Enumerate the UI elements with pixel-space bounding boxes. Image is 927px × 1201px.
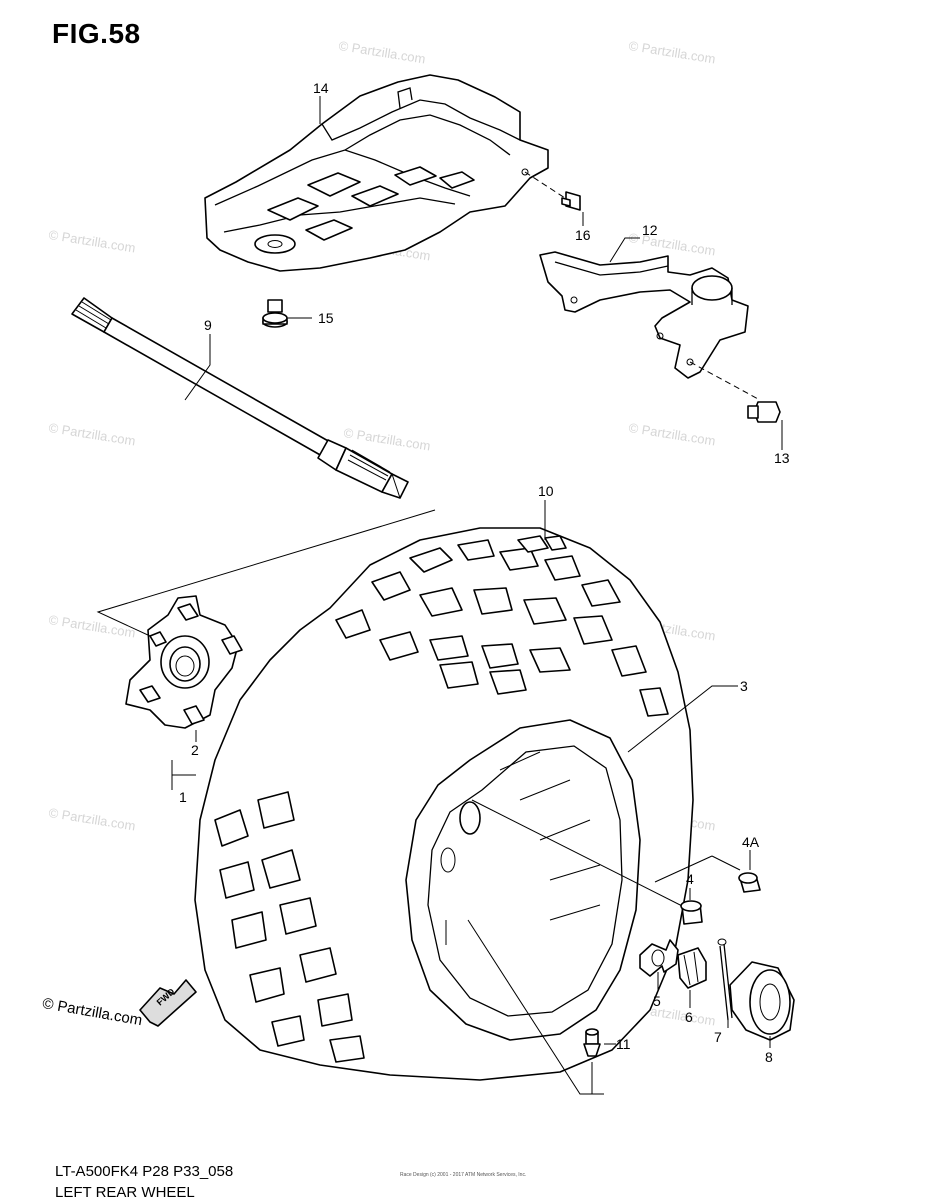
callout-1: 1 xyxy=(179,789,187,805)
callout-13: 13 xyxy=(774,450,790,466)
callout-10: 10 xyxy=(538,483,554,499)
callout-15: 15 xyxy=(318,310,334,326)
axle-shaft-part-9[interactable] xyxy=(71,297,409,499)
callout-leader-lines xyxy=(171,96,783,1095)
callout-4A: 4A xyxy=(742,834,760,850)
hub-cap-part-8[interactable] xyxy=(729,961,795,1041)
mud-guard-part-14[interactable] xyxy=(204,74,549,272)
fine-print: Race Design (c) 2001 - 2017 ATM Network … xyxy=(400,1172,527,1178)
forward-direction-icon: FWD xyxy=(139,979,197,1027)
model-code: LT-A500FK4 P28 P33_058 xyxy=(55,1163,234,1180)
callout-16: 16 xyxy=(575,227,591,243)
nut-part-4A[interactable] xyxy=(738,872,761,893)
callout-12: 12 xyxy=(642,222,658,238)
valve-part-11[interactable] xyxy=(583,1028,601,1057)
callout-4: 4 xyxy=(686,871,694,887)
bolt-part-16[interactable] xyxy=(524,171,581,211)
callout-11: 11 xyxy=(616,1036,631,1052)
bracket-part-12[interactable] xyxy=(539,251,749,379)
washer-part-5[interactable] xyxy=(639,939,679,977)
callout-7: 7 xyxy=(714,1029,722,1045)
callout-9: 9 xyxy=(204,317,212,333)
bolt-part-15[interactable] xyxy=(262,299,288,328)
castle-nut-part-6[interactable] xyxy=(677,947,707,989)
wheel-stud-part-2[interactable] xyxy=(139,603,243,725)
callout-5: 5 xyxy=(653,993,661,1009)
bolt-part-13[interactable] xyxy=(689,361,781,423)
callout-2: 2 xyxy=(191,742,199,758)
assembly-leader-line xyxy=(96,509,436,637)
wheel-hub-part-1[interactable] xyxy=(125,595,239,729)
rim-part-3[interactable] xyxy=(405,719,641,1041)
figure-title: FIG.58 xyxy=(52,18,141,49)
cotter-pin-part-7[interactable] xyxy=(717,938,733,1021)
callout-8: 8 xyxy=(765,1049,773,1065)
callout-6: 6 xyxy=(685,1009,693,1025)
nut-part-4[interactable] xyxy=(680,900,703,925)
callout-14: 14 xyxy=(313,80,329,96)
axis-line xyxy=(471,799,701,916)
section-name: LEFT REAR WHEEL xyxy=(55,1184,195,1201)
callout-3: 3 xyxy=(740,678,748,694)
